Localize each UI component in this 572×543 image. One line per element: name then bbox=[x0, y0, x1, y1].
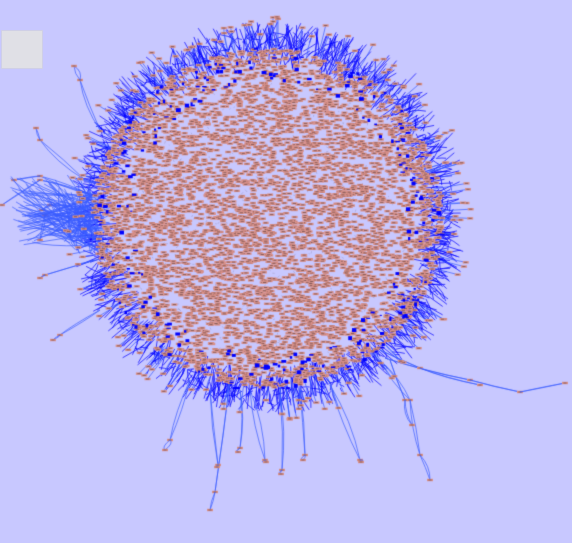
overview-panel-icon[interactable] bbox=[1, 30, 43, 69]
